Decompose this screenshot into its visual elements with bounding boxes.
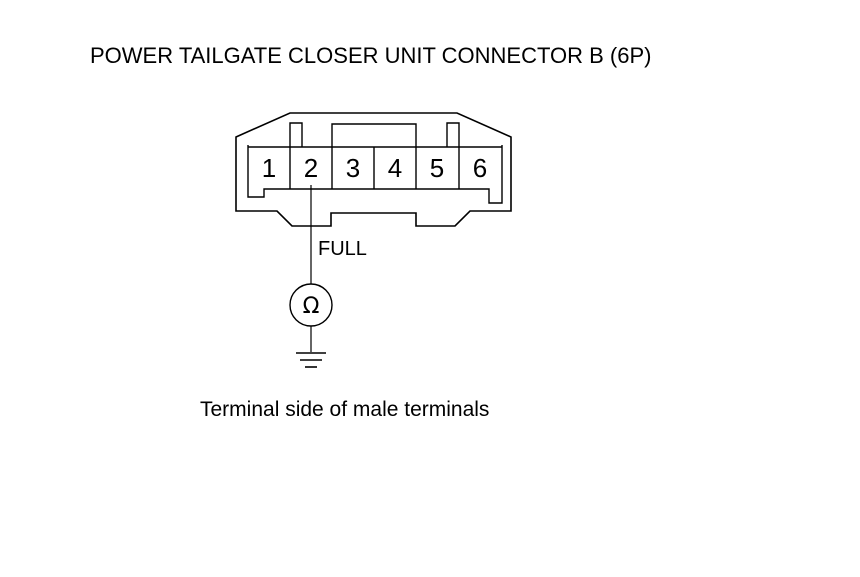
connector-housing-inner <box>247 145 503 204</box>
diagram-title: POWER TAILGATE CLOSER UNIT CONNECTOR B (… <box>90 43 652 68</box>
pin-3-label: 3 <box>346 153 360 183</box>
ground-icon <box>296 352 326 368</box>
connector-latch-top <box>331 123 417 147</box>
pin-5-label: 5 <box>430 153 444 183</box>
ohmmeter-icon: Ω <box>289 283 333 327</box>
ohm-symbol: Ω <box>303 294 320 319</box>
diagram-caption: Terminal side of male terminals <box>200 398 490 421</box>
pin-2-label: 2 <box>304 153 318 183</box>
pin-6-label: 6 <box>473 153 487 183</box>
pin-4-label: 4 <box>388 153 402 183</box>
connector-key-left <box>289 122 303 147</box>
probe-label: FULL <box>318 238 367 260</box>
pin-1-label: 1 <box>262 153 276 183</box>
connector-key-right <box>446 122 460 147</box>
